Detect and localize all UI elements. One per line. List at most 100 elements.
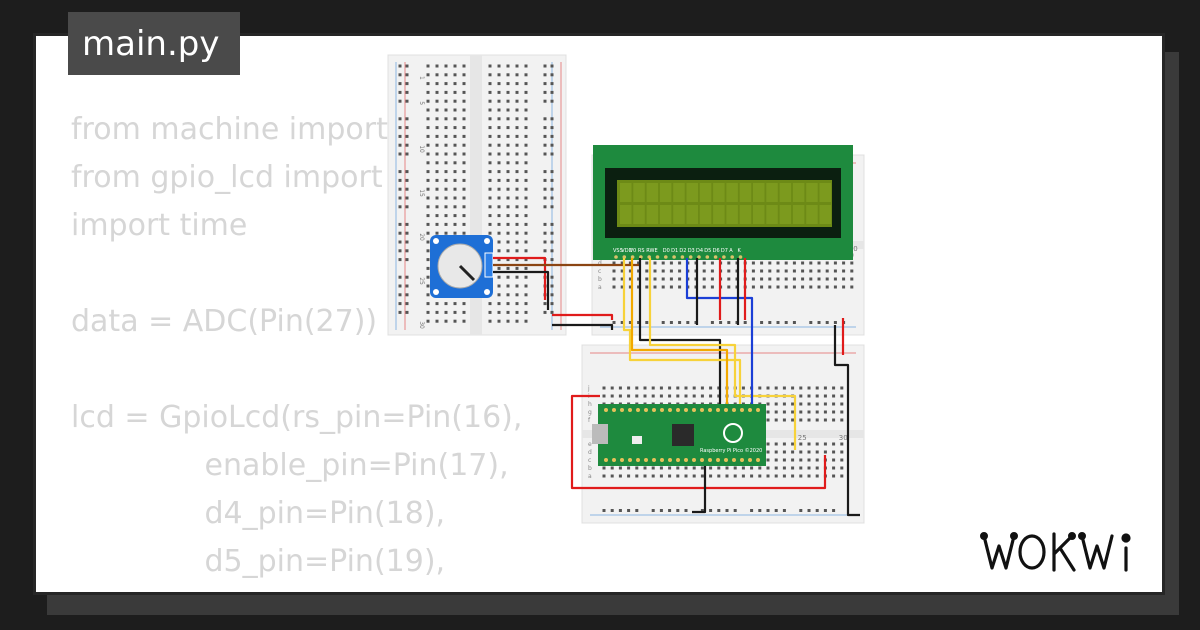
hole <box>435 196 439 200</box>
hole <box>776 321 780 324</box>
hole <box>807 458 811 462</box>
hole <box>774 509 778 512</box>
hole <box>651 509 655 512</box>
hole <box>727 321 731 324</box>
hole <box>733 466 737 470</box>
hole <box>612 285 616 289</box>
hole <box>661 321 665 324</box>
hole <box>635 386 639 390</box>
hole <box>435 126 439 130</box>
hole <box>809 261 813 265</box>
hole <box>620 269 624 273</box>
hole <box>497 249 501 253</box>
hole <box>524 310 528 314</box>
hole <box>515 222 519 226</box>
hole <box>751 261 755 265</box>
hole <box>774 410 778 414</box>
row-letter: b <box>588 465 592 472</box>
hole <box>506 126 510 130</box>
hole <box>506 284 510 288</box>
hole <box>645 277 649 281</box>
hole <box>668 509 672 512</box>
hole <box>435 214 439 218</box>
row-letter: j <box>587 385 590 392</box>
hole <box>727 285 731 289</box>
hole <box>768 277 772 281</box>
hole <box>550 222 554 226</box>
hole <box>676 466 680 470</box>
hole <box>653 277 657 281</box>
hole <box>653 261 657 265</box>
hole <box>825 285 829 289</box>
hole <box>661 261 665 265</box>
hole <box>497 73 501 77</box>
hole <box>453 82 457 86</box>
lcd-char-cell <box>620 205 632 224</box>
hole <box>817 321 821 324</box>
hole <box>524 73 528 77</box>
hole <box>524 143 528 147</box>
hole <box>850 261 854 265</box>
hole <box>799 466 803 470</box>
hole <box>444 222 448 226</box>
hole <box>678 285 682 289</box>
hole <box>515 108 519 112</box>
pico-pin <box>732 408 736 412</box>
pico-pin <box>708 458 712 462</box>
hole <box>405 302 409 306</box>
hole <box>766 410 770 414</box>
hole <box>602 474 606 478</box>
hole <box>842 261 846 265</box>
hole <box>488 90 492 94</box>
hole <box>792 269 796 273</box>
hole <box>710 321 714 324</box>
bootsel-button <box>632 436 642 444</box>
hole <box>524 178 528 182</box>
hole <box>405 170 409 174</box>
hole <box>426 64 430 68</box>
hole <box>659 509 663 512</box>
hole <box>506 231 510 235</box>
lcd-pin <box>622 255 627 259</box>
pico-pin <box>716 408 720 412</box>
hole <box>661 277 665 281</box>
pico-pin <box>628 458 632 462</box>
hole <box>462 73 466 77</box>
hole <box>678 261 682 265</box>
wire <box>692 466 707 514</box>
hole <box>497 108 501 112</box>
lcd-char-cell <box>699 183 712 202</box>
hole <box>840 474 844 478</box>
hole <box>444 64 448 68</box>
hole <box>497 187 501 191</box>
file-tab[interactable]: main.py <box>68 12 240 75</box>
hole <box>618 386 622 390</box>
column-label: 30 <box>839 434 848 442</box>
hole <box>405 258 409 262</box>
hole <box>453 205 457 209</box>
hole <box>426 108 430 112</box>
lcd-pin-label: V0 <box>630 248 637 254</box>
hole <box>543 143 547 147</box>
hole <box>462 82 466 86</box>
hole <box>709 509 713 512</box>
hole <box>702 285 706 289</box>
hole <box>692 394 696 398</box>
hole <box>462 214 466 218</box>
row-label: 15 <box>418 189 425 197</box>
hole <box>668 474 672 478</box>
hole <box>497 275 501 279</box>
lcd-char-cell <box>646 205 659 224</box>
hole <box>398 258 402 262</box>
hole <box>799 474 803 478</box>
hole <box>426 99 430 103</box>
hole <box>628 269 632 273</box>
pot-pins <box>484 252 494 278</box>
hole <box>444 152 448 156</box>
hole <box>497 170 501 174</box>
hole <box>550 249 554 253</box>
hole <box>506 310 510 314</box>
pico-pin <box>636 458 640 462</box>
hole <box>815 402 819 406</box>
